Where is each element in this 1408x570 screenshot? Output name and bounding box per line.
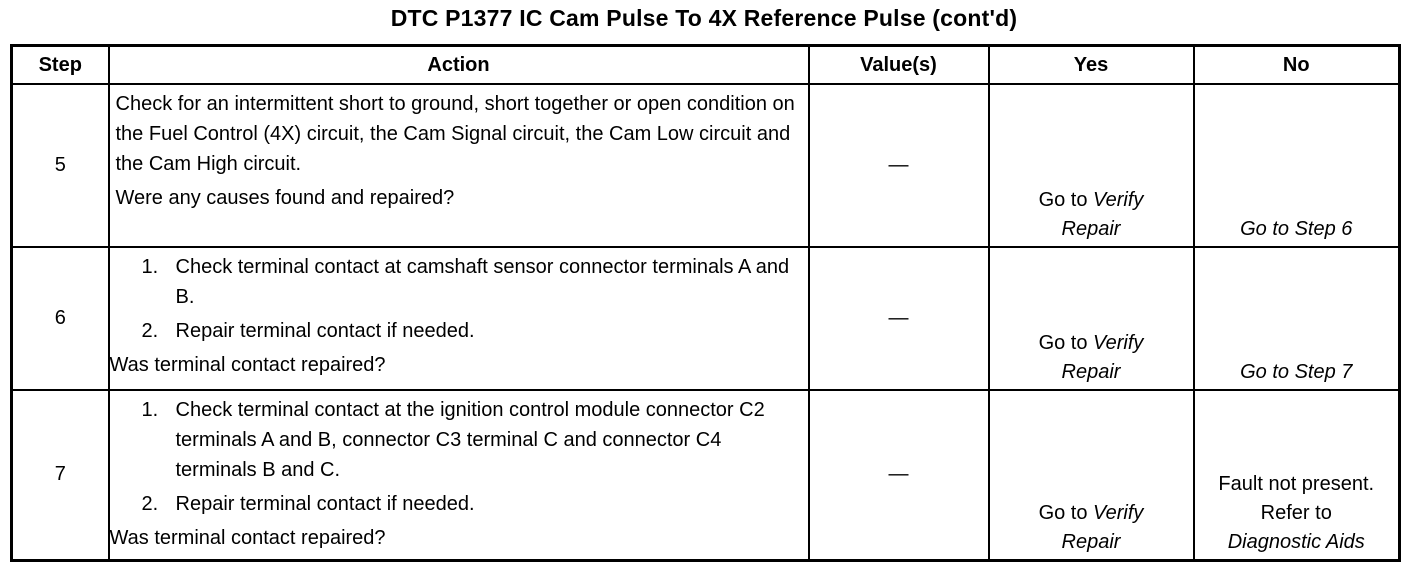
verify-repair-link-2[interactable]: Repair (1061, 360, 1121, 383)
list-item: 2. Repair terminal contact if needed. (116, 316, 802, 346)
list-text: Check terminal contact at camshaft senso… (175, 255, 790, 308)
header-step: Step (10, 44, 110, 85)
page-title: DTC P1377 IC Cam Pulse To 4X Reference P… (390, 5, 1018, 31)
action-question: Was terminal contact repaired? (109, 353, 386, 376)
action-question: Were any causes found and repaired? (115, 187, 455, 209)
value-cell: — (807, 83, 990, 248)
list-item: 1. Check terminal contact at camshaft se… (116, 252, 802, 312)
list-number: 1. (141, 398, 159, 421)
yes-prefix: Go to (1038, 331, 1088, 354)
list-item: 1. Check terminal contact at the ignitio… (116, 395, 802, 485)
step-number: 7 (10, 388, 110, 562)
verify-repair-link[interactable]: Verify (1093, 502, 1144, 524)
table-row: 6 1. Check terminal contact at camshaft … (10, 245, 1401, 391)
goto-step-link[interactable]: Go to Step 6 (1240, 217, 1353, 240)
action-cell: 1. Check terminal contact at the ignitio… (107, 388, 810, 562)
header-action: Action (107, 44, 810, 85)
no-cell: Fault not present. Refer to Diagnostic A… (1192, 388, 1401, 562)
verify-repair-link-2[interactable]: Repair (1061, 531, 1121, 553)
yes-cell: Go to Verify Repair (987, 83, 1195, 248)
goto-step-link[interactable]: Go to Step 7 (1240, 360, 1353, 383)
action-cell: Check for an intermittent short to groun… (107, 83, 810, 248)
action-text: Check for an intermittent short to groun… (115, 93, 795, 175)
step-number: 5 (10, 83, 110, 248)
table-row: 7 1. Check terminal contact at the ignit… (10, 388, 1401, 562)
value-dash: — (888, 306, 909, 329)
header-values: Value(s) (807, 44, 990, 85)
header-no: No (1192, 44, 1401, 85)
no-refer-text: Refer to (1260, 502, 1332, 524)
list-number: 2. (141, 492, 159, 515)
header-yes: Yes (987, 44, 1195, 85)
yes-cell: Go to Verify Repair (987, 388, 1195, 562)
header-row: Step Action Value(s) Yes No (10, 44, 1401, 85)
list-text: Check terminal contact at the ignition c… (175, 398, 765, 481)
diagnostic-aids-link[interactable]: Diagnostic Aids (1227, 531, 1365, 553)
value-cell: — (807, 388, 990, 562)
verify-repair-link[interactable]: Verify (1093, 331, 1144, 354)
list-number: 2. (141, 319, 159, 342)
value-dash: — (888, 463, 909, 486)
value-cell: — (807, 245, 990, 391)
action-list: 1. Check terminal contact at the ignitio… (116, 395, 802, 519)
yes-cell: Go to Verify Repair (987, 245, 1195, 391)
step-number: 6 (10, 245, 110, 391)
list-item: 2. Repair terminal contact if needed. (116, 489, 802, 519)
yes-prefix: Go to (1038, 188, 1088, 211)
table-row: 5 Check for an intermittent short to gro… (10, 83, 1401, 248)
diagnostic-table: Step Action Value(s) Yes No 5 Check for … (10, 44, 1401, 562)
no-cell: Go to Step 6 (1192, 83, 1401, 248)
list-text: Repair terminal contact if needed. (175, 492, 475, 515)
action-cell: 1. Check terminal contact at camshaft se… (107, 245, 810, 391)
no-cell: Go to Step 7 (1192, 245, 1401, 391)
action-list: 1. Check terminal contact at camshaft se… (116, 252, 802, 346)
verify-repair-link[interactable]: Verify (1093, 188, 1144, 211)
list-text: Repair terminal contact if needed. (175, 319, 475, 342)
yes-prefix: Go to (1038, 502, 1088, 524)
verify-repair-link-2[interactable]: Repair (1061, 217, 1121, 240)
no-result-text: Fault not present. (1218, 473, 1375, 495)
list-number: 1. (141, 255, 159, 278)
action-question: Was terminal contact repaired? (109, 526, 386, 549)
value-dash: — (888, 153, 909, 176)
